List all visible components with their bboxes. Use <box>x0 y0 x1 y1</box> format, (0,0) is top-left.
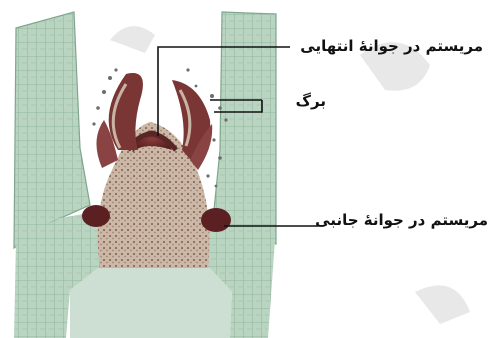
lateral-bud-right <box>201 208 231 232</box>
label-lateral-meristem: مریستم در جوانهٔ جانبی <box>315 211 488 229</box>
lateral-bud-left <box>82 205 110 227</box>
stem-tissue-left <box>14 12 90 248</box>
label-apical-meristem: مریستم در جوانهٔ انتهایی <box>300 37 483 55</box>
label-leaf: برگ <box>296 92 326 110</box>
